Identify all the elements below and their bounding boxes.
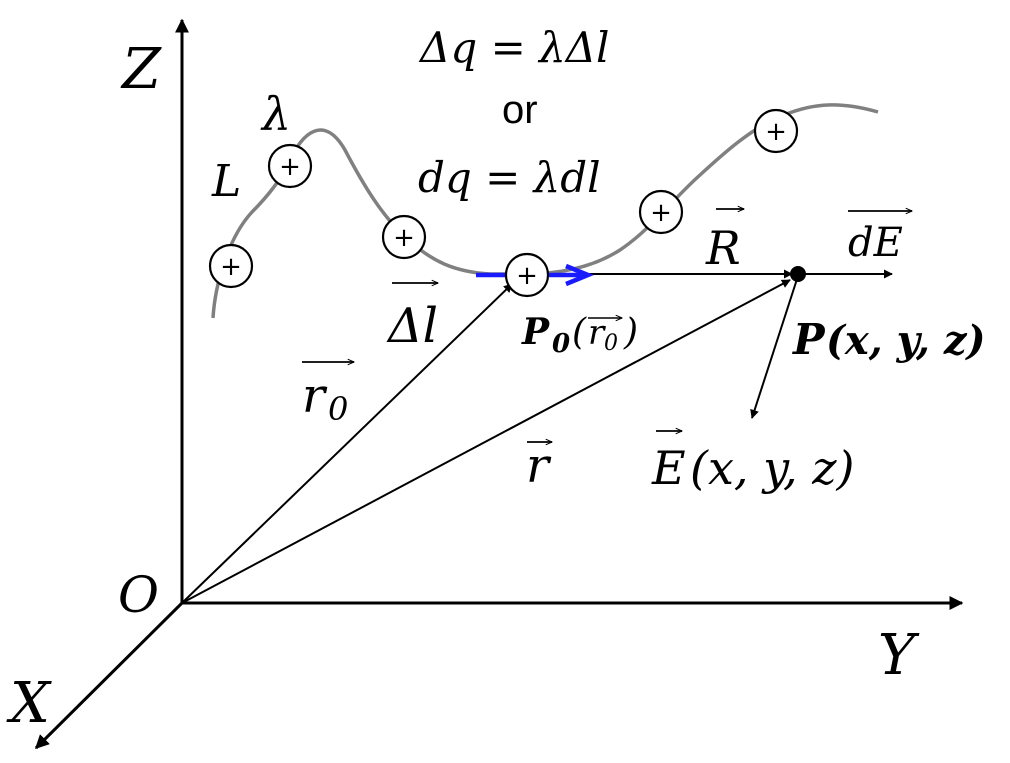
charge-2: +	[267, 143, 313, 189]
E-field-label: E (x, y, z)	[651, 431, 854, 495]
svg-text:R: R	[705, 221, 741, 275]
svg-text:E: E	[651, 441, 686, 495]
svg-text:0: 0	[604, 331, 618, 356]
z-axis-label: Z	[120, 37, 162, 102]
svg-text:dE: dE	[848, 220, 903, 266]
origin-label: O	[118, 566, 159, 624]
point-P0-label: P 0 ( r 0 )	[521, 311, 638, 359]
r0-label: r 0	[302, 362, 354, 428]
dE-label: dE	[848, 211, 912, 266]
svg-text:P: P	[521, 311, 550, 353]
curve-name-label: L	[211, 156, 241, 207]
svg-text:Δl: Δl	[386, 298, 438, 354]
svg-text:(x, y, z): (x, y, z)	[690, 441, 854, 495]
charge-6: +	[753, 108, 799, 154]
equation-or: or	[502, 88, 538, 132]
point-P-dot	[790, 266, 806, 282]
charged-curve	[211, 103, 879, 319]
svg-text:P: P	[792, 315, 826, 364]
R-label: R	[705, 209, 744, 275]
delta-l-arrowhead	[565, 263, 594, 287]
y-axis-label: Y	[878, 623, 920, 688]
svg-text:r: r	[526, 438, 552, 494]
E-vector	[750, 275, 799, 419]
svg-text:): )	[623, 312, 638, 353]
svg-text:r: r	[302, 368, 328, 424]
charge-5: +	[638, 189, 684, 235]
svg-text:(: (	[572, 312, 587, 353]
delta-l-label: Δl	[386, 283, 438, 354]
svg-text:+: +	[393, 223, 415, 253]
svg-text:+: +	[765, 117, 787, 147]
x-axis-label: X	[6, 671, 52, 736]
equation-line1: Δq = λΔl	[418, 23, 610, 72]
charge-3: +	[381, 214, 427, 260]
svg-text:r: r	[588, 313, 606, 353]
charge-density-label: λ	[260, 87, 291, 141]
svg-text:(x, y, z): (x, y, z)	[826, 317, 986, 364]
point-P-label: P (x, y, z)	[792, 315, 986, 364]
svg-text:+: +	[279, 152, 301, 182]
svg-text:+: +	[650, 198, 672, 228]
charge-1: +	[208, 243, 254, 289]
x-axis	[34, 601, 184, 750]
r-label: r	[526, 438, 552, 494]
svg-text:0: 0	[328, 390, 348, 428]
r0-vector	[181, 283, 513, 604]
svg-text:0: 0	[552, 329, 570, 359]
svg-text:+: +	[220, 252, 242, 282]
charge-4: +	[504, 252, 550, 298]
svg-text:+: +	[516, 261, 538, 291]
r-vector	[181, 279, 791, 604]
equation-line2: dq = λdl	[418, 153, 601, 202]
